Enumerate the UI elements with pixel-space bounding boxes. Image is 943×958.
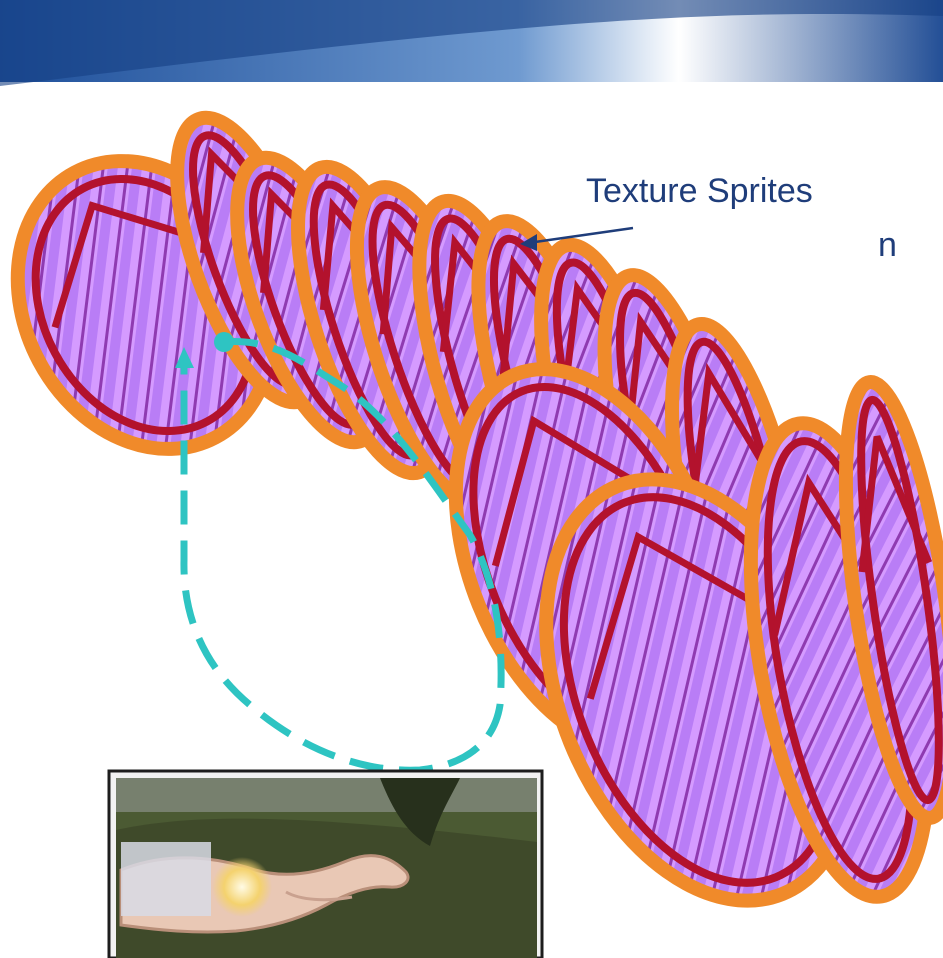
marker-glow-icon bbox=[212, 857, 272, 917]
trajectory-start-dot bbox=[214, 332, 234, 352]
header-banner bbox=[0, 0, 943, 86]
texture-sprites-label: Texture Sprites bbox=[586, 172, 813, 211]
video-thumbnail bbox=[109, 771, 542, 958]
clipped-left-label: n bbox=[0, 226, 898, 265]
